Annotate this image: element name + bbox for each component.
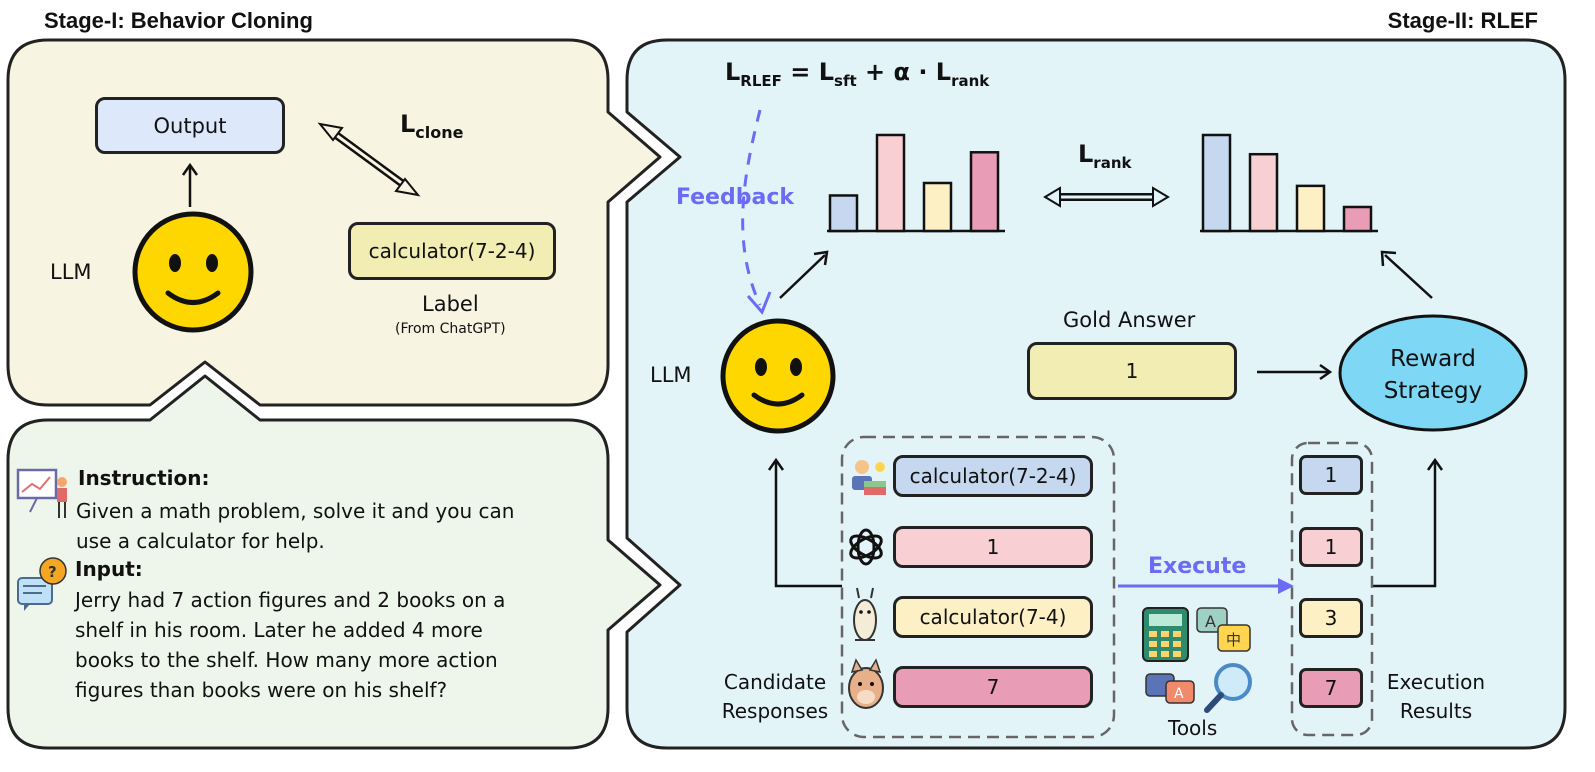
svg-text:A: A xyxy=(1174,686,1184,702)
left-bar-4 xyxy=(969,151,1000,233)
candidate-box-1: calculator(7-2-4) xyxy=(893,455,1093,497)
instruction-title: Instruction: xyxy=(78,466,210,490)
candidate-responses-label: Candidate Responses xyxy=(721,670,829,723)
stage1-llm-label: LLM xyxy=(50,260,92,284)
feedback-label: Feedback xyxy=(676,185,794,210)
search-icon xyxy=(1204,663,1252,713)
rank-double-arrow xyxy=(1043,186,1170,208)
calculator-icon xyxy=(1142,607,1189,662)
output-label: Output xyxy=(153,113,227,138)
chatgpt-icon xyxy=(849,528,883,566)
stage1-panel xyxy=(6,38,662,407)
candidate-box-2: 1 xyxy=(893,526,1093,568)
label-source: (From ChatGPT) xyxy=(395,321,506,337)
input-text: Jerry had 7 action figures and 2 books o… xyxy=(75,588,506,702)
result-box-1: 1 xyxy=(1299,455,1363,495)
right-bar-2 xyxy=(1248,152,1279,233)
rlef-formula: LRLEF = Lsft + α · Lrank xyxy=(725,58,990,90)
teacher-icon xyxy=(852,460,886,495)
stage1-title: Stage-I: Behavior Cloning xyxy=(44,8,313,33)
result-box-2: 1 xyxy=(1299,527,1363,567)
svg-text:?: ? xyxy=(48,563,57,581)
svg-text:中: 中 xyxy=(1226,631,1241,649)
input-chat-question-icon: ? xyxy=(17,557,67,611)
left-bar-3 xyxy=(922,181,953,233)
tools-label: Tools xyxy=(1168,716,1218,740)
chat-translate-icon: A xyxy=(1145,673,1195,704)
right-bar-4 xyxy=(1342,205,1373,233)
rank-loss-label: Lrank xyxy=(1078,140,1132,172)
alpaca-icon xyxy=(848,658,884,709)
candidate-box-3: calculator(7-4) xyxy=(893,596,1093,638)
clone-loss-label: Lclone xyxy=(400,110,464,142)
reward-strategy-oval xyxy=(1338,314,1528,432)
right-bar-1 xyxy=(1201,133,1232,233)
label-title: Label xyxy=(422,292,479,316)
instruction-teacher-icon xyxy=(16,468,67,518)
right-bar-chart xyxy=(1201,133,1373,233)
gold-answer-title: Gold Answer xyxy=(1063,308,1196,332)
right-bar-3 xyxy=(1295,184,1326,233)
gold-answer-box: 1 xyxy=(1027,342,1237,400)
stage2-llm-smiley-icon xyxy=(720,318,836,434)
execute-label: Execute xyxy=(1148,554,1247,579)
input-title: Input: xyxy=(75,557,143,581)
prompt-panel xyxy=(6,374,662,750)
translate-icon: A 中 xyxy=(1196,607,1251,652)
candidate-box-4: 7 xyxy=(893,666,1093,708)
execution-results-label: Execution Results xyxy=(1386,670,1486,723)
reward-strategy-label: Reward Strategy xyxy=(1383,346,1483,404)
result-box-3: 3 xyxy=(1299,598,1363,638)
llama-icon xyxy=(853,587,877,641)
label-call-box: calculator(7-2-4) xyxy=(348,222,556,280)
clone-double-arrow xyxy=(317,122,421,197)
svg-text:A: A xyxy=(1205,612,1216,631)
stage2-title: Stage-II: RLEF xyxy=(1387,8,1538,33)
stage1-llm-smiley-icon xyxy=(132,211,254,333)
left-bar-1 xyxy=(828,194,859,233)
left-bar-chart xyxy=(828,133,1000,233)
left-bar-2 xyxy=(875,133,906,233)
instruction-text: Given a math problem, solve it and you c… xyxy=(76,499,515,553)
stage2-llm-label: LLM xyxy=(650,363,692,387)
result-box-4: 7 xyxy=(1299,668,1363,708)
output-box: Output xyxy=(95,97,285,154)
